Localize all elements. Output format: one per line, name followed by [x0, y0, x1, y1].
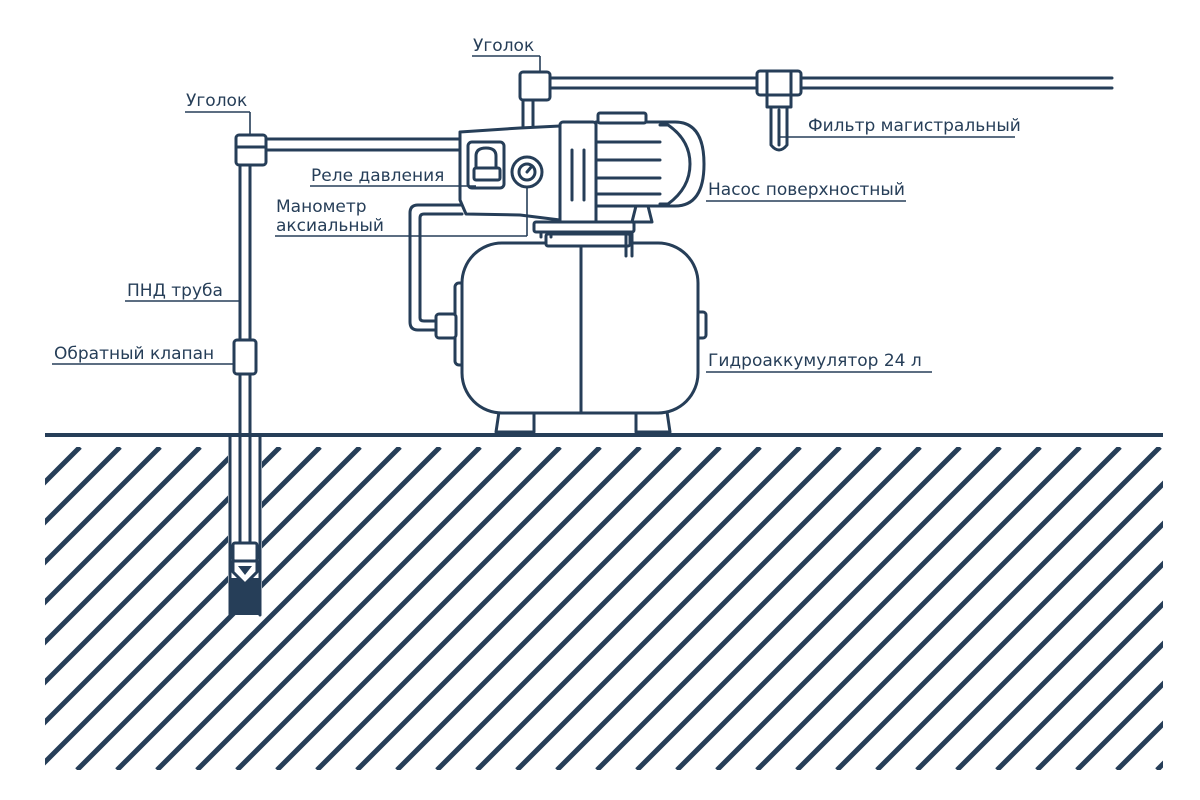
- label-pressure-relay: Реле давления: [311, 166, 444, 186]
- manometer: [510, 155, 544, 189]
- soil-hatch-line: [275, 447, 602, 770]
- label-surface-pump: Насос поверхностный: [708, 180, 905, 200]
- label-manometer-line2: аксиальный: [276, 216, 384, 236]
- soil-hatch-line: [195, 447, 522, 770]
- soil-hatching: [0, 447, 1163, 770]
- soil-hatch-line: [155, 447, 482, 770]
- soil-hatch-line: [45, 447, 122, 526]
- soil-hatch-line: [635, 447, 962, 770]
- soil-hatch-line: [115, 447, 442, 770]
- soil-hatch-line: [955, 560, 1163, 770]
- soil-hatch-line: [1035, 640, 1163, 770]
- label-corner-left: Уголок: [186, 91, 247, 111]
- soil-hatch-line: [235, 447, 562, 770]
- leader-lines: [52, 55, 1015, 373]
- soil-hatch-line: [515, 447, 842, 770]
- soil-hatch-line: [395, 447, 722, 770]
- soil-hatch-line: [45, 447, 82, 486]
- main-pipe: [548, 76, 1114, 90]
- soil-hatch-line: [755, 447, 1082, 770]
- accumulator-tank: [453, 224, 708, 434]
- soil-hatch-line: [595, 447, 922, 770]
- top-corner-elbow: [518, 70, 552, 102]
- soil-hatch-line: [1075, 680, 1163, 770]
- soil-hatch-line: [995, 600, 1163, 770]
- soil-hatch-line: [795, 447, 1122, 770]
- foot-valve: [231, 541, 259, 586]
- soil-hatch-line: [45, 447, 242, 646]
- label-accumulator: Гидроаккумулятор 24 л: [708, 351, 922, 371]
- label-filter: Фильтр магистральный: [808, 116, 1021, 136]
- soil-hatch-line: [355, 447, 682, 770]
- check-valve: [232, 338, 258, 376]
- soil-hatch-line: [715, 447, 1042, 770]
- tank-hose: [408, 203, 464, 340]
- label-hdpe-pipe: ПНД труба: [127, 281, 223, 301]
- soil-hatch-line: [475, 447, 802, 770]
- soil-hatch-line: [1155, 760, 1163, 770]
- soil-hatch-line: [315, 447, 642, 770]
- main-filter: [755, 69, 803, 152]
- soil-hatch-line: [675, 447, 1002, 770]
- label-corner-top: Уголок: [473, 36, 534, 56]
- soil-hatch-line: [45, 447, 322, 726]
- soil-hatch-line: [915, 520, 1163, 770]
- soil-hatch-line: [435, 447, 762, 770]
- label-check-valve: Обратный клапан: [54, 344, 214, 364]
- soil-hatch-line: [45, 447, 202, 606]
- soil-hatch-line: [45, 447, 282, 686]
- inlet-pipe: [264, 137, 464, 152]
- pressure-relay: [466, 140, 506, 190]
- soil-hatch-line: [45, 447, 162, 566]
- soil-hatch-line: [45, 447, 362, 766]
- left-corner-elbow: [234, 133, 268, 167]
- label-manometer-line1: Манометр: [276, 197, 367, 217]
- well: [228, 435, 262, 617]
- soil-hatch-line: [875, 480, 1163, 770]
- soil-hatch-line: [555, 447, 882, 770]
- soil-hatch-line: [0, 447, 40, 770]
- soil-hatch-line: [835, 447, 1162, 770]
